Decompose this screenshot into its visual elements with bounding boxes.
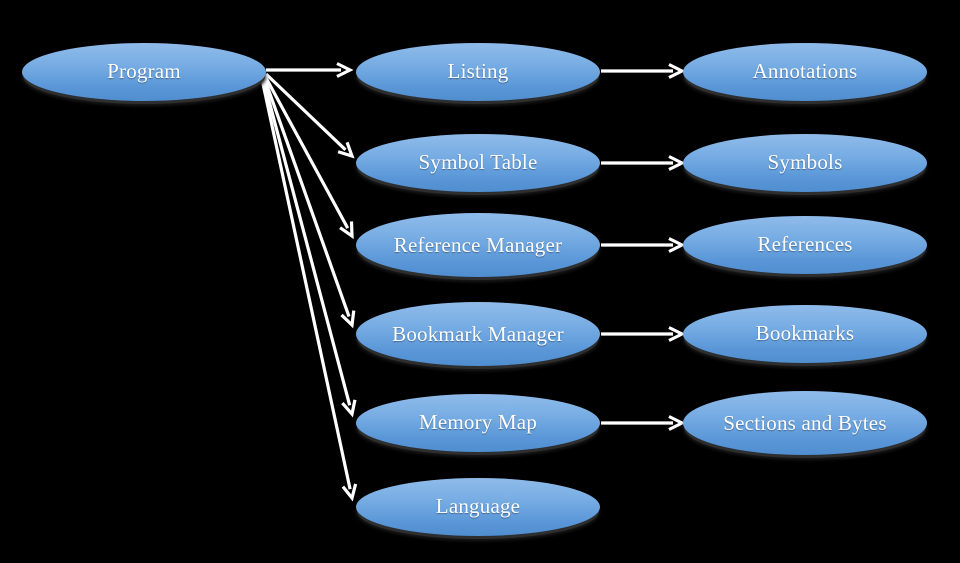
edge-memory-map-to-sections-bytes: [601, 415, 686, 431]
edge-line: [262, 76, 351, 318]
node-label-symbol-table: Symbol Table: [418, 150, 538, 175]
edge-arrowhead: [668, 237, 686, 253]
node-symbol-table[interactable]: Symbol Table: [356, 134, 600, 192]
edge-arrowhead: [340, 310, 356, 329]
edge-reference-manager-to-references: [601, 237, 686, 253]
node-label-symbols: Symbols: [767, 150, 843, 175]
node-label-program: Program: [107, 59, 181, 84]
edge-symbol-table-to-symbols: [601, 155, 686, 171]
edge-arrowhead: [668, 415, 686, 431]
node-label-listing: Listing: [447, 59, 509, 84]
edge-arrowhead: [668, 63, 686, 79]
edge-line: [263, 75, 350, 229]
edge-arrowhead: [668, 155, 686, 171]
node-label-references: References: [757, 232, 853, 257]
edge-program-to-symbol-table: [264, 72, 355, 159]
node-label-annotations: Annotations: [752, 59, 858, 84]
node-label-memory-map: Memory Map: [418, 410, 538, 435]
node-label-sections-bytes: Sections and Bytes: [723, 410, 887, 435]
edge-arrowhead: [668, 326, 686, 342]
edge-program-to-memory-map: [261, 77, 357, 418]
node-memory-map[interactable]: Memory Map: [356, 394, 600, 452]
node-references[interactable]: References: [683, 216, 927, 274]
node-label-reference-manager: Reference Manager: [393, 232, 563, 257]
node-symbols[interactable]: Symbols: [683, 134, 927, 192]
node-label-bookmark-manager: Bookmark Manager: [392, 321, 564, 346]
edge-line: [261, 77, 352, 406]
edge-arrowhead: [341, 483, 358, 502]
edge-listing-to-annotations: [601, 63, 686, 79]
node-reference-manager[interactable]: Reference Manager: [356, 213, 600, 277]
node-label-bookmarks: Bookmarks: [755, 321, 855, 346]
node-bookmarks[interactable]: Bookmarks: [683, 305, 927, 363]
edge-arrowhead: [337, 141, 355, 159]
node-annotations[interactable]: Annotations: [683, 43, 927, 101]
edge-program-to-bookmark-manager: [262, 76, 356, 329]
edge-bookmark-manager-to-bookmarks: [601, 326, 686, 342]
node-listing[interactable]: Listing: [356, 43, 600, 101]
edge-arrowhead: [339, 221, 354, 240]
node-label-language: Language: [435, 494, 521, 519]
node-program[interactable]: Program: [22, 43, 266, 101]
node-bookmark-manager[interactable]: Bookmark Manager: [356, 302, 600, 366]
edge-arrowhead: [341, 399, 357, 418]
edge-line: [260, 78, 352, 490]
edge-arrowhead: [336, 62, 354, 78]
node-sections-bytes[interactable]: Sections and Bytes: [683, 391, 927, 455]
edge-program-to-language: [260, 78, 358, 502]
edge-line: [264, 72, 347, 151]
edge-program-to-reference-manager: [263, 75, 354, 240]
edge-program-to-listing: [266, 62, 354, 78]
node-language[interactable]: Language: [356, 478, 600, 536]
